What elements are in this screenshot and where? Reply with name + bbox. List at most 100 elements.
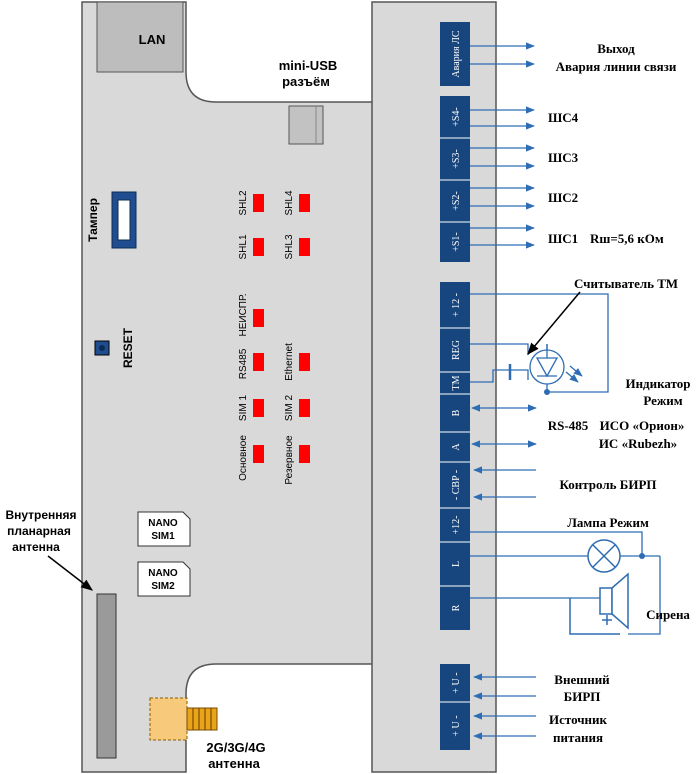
led-shl1 [253,238,264,256]
terminal-label-s4: +S4- [451,107,462,127]
mode-indicator-led [529,344,583,385]
label-power-2: питания [553,730,603,745]
nano-sim1-slot: NANO SIM1 [137,511,191,547]
svg-text:NANO: NANO [148,568,178,579]
led-sim2 [299,399,310,417]
terminal-u1 [440,664,470,702]
svg-text:SIM2: SIM2 [151,581,175,592]
terminal-alarm-ls [440,22,470,86]
led-shl4 [299,194,310,212]
led-label-rs485: RS485 [238,348,249,379]
label-rsh: Rш=5,6 кОм [590,231,664,246]
led-label-shl1: SHL1 [238,234,249,259]
led-reserve [299,445,310,463]
label-shs4: ШС4 [548,110,579,125]
label-shs2: ШС2 [548,190,578,205]
tamper-switch [111,191,137,249]
led-label-reserve: Резервное [284,435,295,485]
terminal-label-cbp: - CBP - [451,470,462,500]
gsm-antenna-connector [149,697,218,741]
led-shl2 [253,194,264,212]
label-birp-control: Контроль БИРП [559,477,656,492]
siren-speaker [569,572,629,635]
internal-antenna-label-3: антенна [12,540,60,554]
mini-usb-label: mini-USB [279,58,338,73]
terminal-b [440,394,470,432]
led-label-sim1: SIM 1 [238,395,249,422]
label-output: Выход [597,41,635,56]
terminal-s4 [440,96,470,138]
led-label-shl3: SHL3 [284,234,295,259]
terminal-label-s2: +S2- [451,191,462,211]
terminal-s1 [440,222,470,262]
terminal-l [440,542,470,586]
terminal-label-b: B [451,409,462,416]
terminal-label-r: R [451,604,462,611]
terminal-label-u2: + U - [451,715,462,736]
gsm-antenna-band: 2G/3G/4G [206,740,265,755]
terminal-u2 [440,702,470,750]
led-sim1 [253,399,264,417]
label-ext-birp-2: БИРП [564,689,601,704]
svg-text:SIM1: SIM1 [151,531,175,542]
reset-label: RESET [121,327,135,368]
internal-antenna-label-2: планарная [7,524,71,538]
terminal-label-12v: + 12 - [451,293,462,317]
terminal-12v-b [440,508,470,542]
label-power-1: Источник [549,712,608,727]
label-is-rubezh: ИС «Rubezh» [599,436,677,451]
terminal-label-alarm-ls: Авария ЛС [451,30,462,77]
connector-label: разъём [282,74,330,89]
led-indicators [253,194,310,463]
terminal-label-12v-b: +12- [451,516,462,535]
label-siren: Сирена [646,607,690,622]
label-lamp-mode: Лампа Режим [567,515,649,530]
led-shl3 [299,238,310,256]
terminal-tm [440,372,470,394]
tm-reader-arrow [527,291,581,355]
label-shs3: ШС3 [548,150,579,165]
led-fault [253,309,264,327]
label-tm-reader: Считыватель ТМ [574,276,678,291]
terminal-12v [440,282,470,328]
main-board [81,1,421,773]
terminal-label-u1: + U - [451,672,462,693]
label-alarm-line: Авария линии связи [556,59,677,74]
terminal-board [371,1,497,773]
gsm-antenna-label: антенна [208,756,260,771]
lan-port: LAN [96,1,184,73]
terminal-label-s1: +S1- [451,232,462,252]
led-label-main: Основное [238,435,249,481]
terminal-cbp [440,462,470,508]
terminal-r [440,586,470,630]
internal-antenna [96,593,117,759]
terminal-blocks [440,22,470,750]
svg-text:NANO: NANO [148,518,178,529]
label-rs485: RS-485 [548,418,589,433]
terminal-s2 [440,180,470,222]
internal-antenna-label-1: Внутренняя [5,508,76,522]
mode-lamp [587,539,621,573]
lan-label: LAN [139,32,166,47]
label-mode: Режим [643,393,682,408]
tamper-label: Тампер [86,198,100,242]
nano-sim2-slot: NANO SIM2 [137,561,191,597]
terminal-label-l: L [451,561,462,567]
led-ethernet [299,353,310,371]
label-iso-orion: ИСО «Орион» [600,418,685,433]
terminal-label-s3: +S3- [451,149,462,169]
led-rs485 [253,353,264,371]
led-label-sim2: SIM 2 [284,395,295,422]
label-ext-birp-1: Внешний [554,672,610,687]
terminal-label-reg: REG [451,340,462,360]
led-main [253,445,264,463]
terminal-s3 [440,138,470,180]
terminal-label-tm: TM [451,375,462,390]
led-label-fault: НЕИСПР. [238,293,249,336]
led-label-shl4: SHL4 [284,190,295,215]
label-indicator: Индикатор [625,376,690,391]
terminal-reg [440,328,470,372]
label-shs1: ШС1 [548,231,578,246]
terminal-label-a: A [451,443,462,451]
